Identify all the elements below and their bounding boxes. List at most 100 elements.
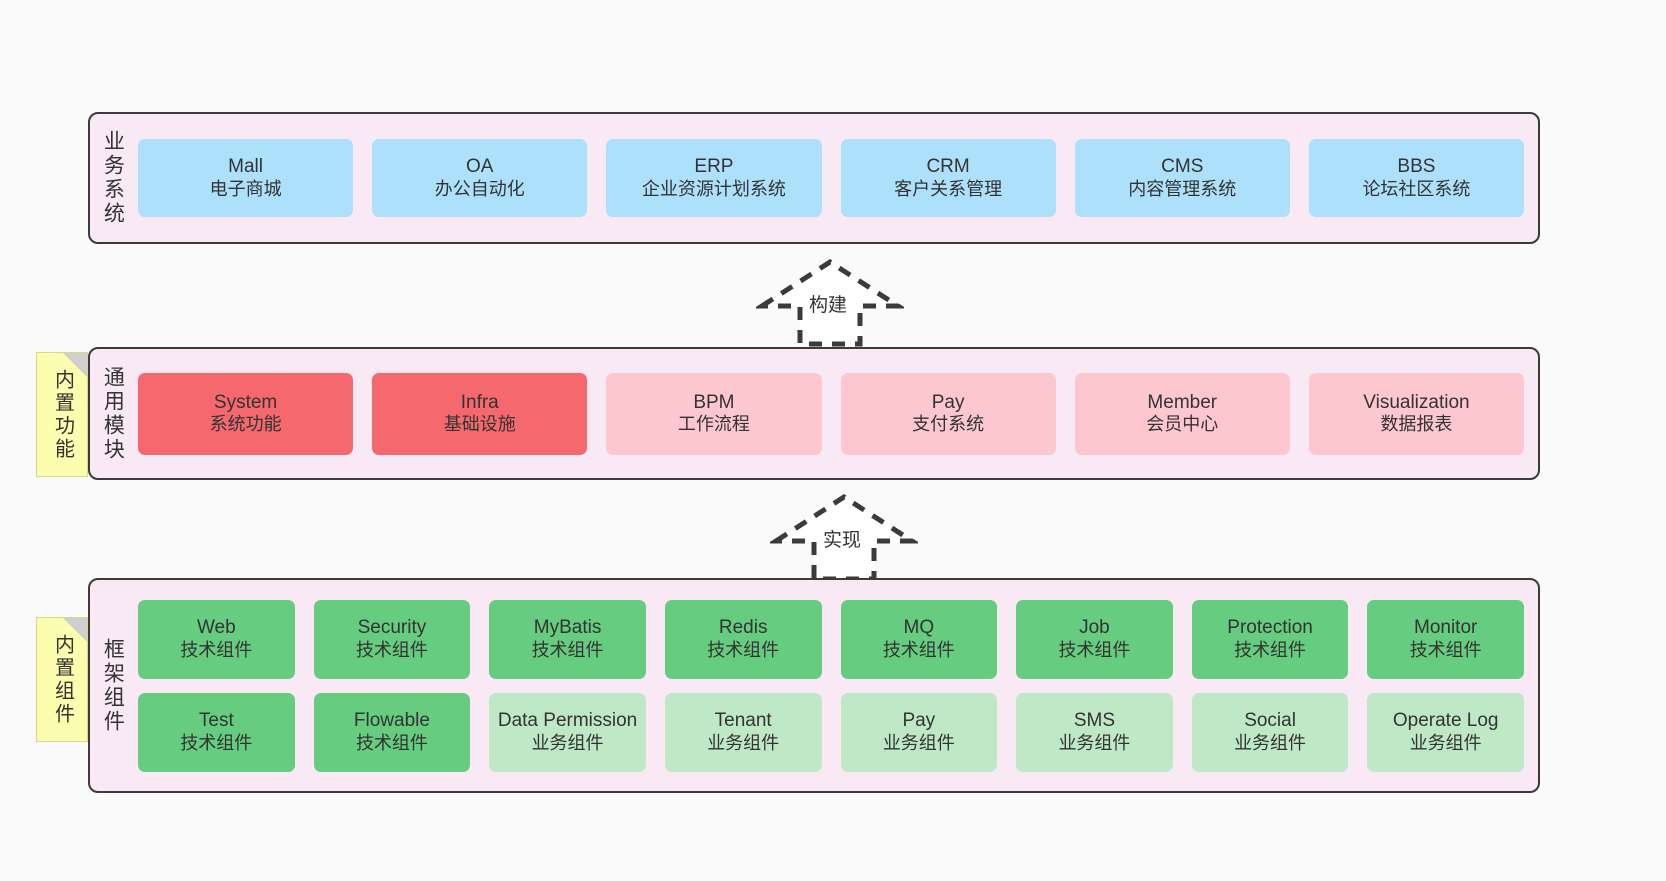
card-subtitle: 技术组件 [882,639,955,660]
card-row: System 系统功能 Infra 基础设施 BPM 工作流程 Pay 支付系统… [138,372,1525,455]
card-protection[interactable]: Protection 技术组件 [1191,599,1349,679]
card-security[interactable]: Security 技术组件 [313,599,471,679]
card-subtitle: 技术组件 [180,639,253,660]
card-subtitle: 工作流程 [677,414,750,435]
card-title: MyBatis [533,617,602,639]
card-subtitle: 业务组件 [882,732,955,753]
card-title: BBS [1397,156,1436,178]
card-title: Redis [718,617,768,639]
card-title: Pay [931,391,965,413]
card-title: Protection [1227,617,1313,639]
card-subtitle: 企业资源计划系统 [641,178,786,199]
card-subtitle: 技术组件 [531,639,604,660]
card-bpm[interactable]: BPM 工作流程 [606,372,822,455]
card-subtitle: 支付系统 [912,414,985,435]
card-row: Web 技术组件 Security 技术组件 MyBatis 技术组件 Redi… [138,599,1524,679]
layer-framework-component[interactable]: 框架组件 Web 技术组件 Security 技术组件 MyBatis 技术组件… [88,578,1540,793]
note-text: 内置组件 [51,633,74,726]
card-title: Infra [460,391,499,413]
card-title: System [213,391,278,413]
card-title: OA [466,156,494,178]
card-title: Operate Log [1392,710,1499,732]
card-operate-log[interactable]: Operate Log 业务组件 [1367,692,1524,772]
card-sms[interactable]: SMS 业务组件 [1016,692,1173,772]
card-subtitle: 技术组件 [1409,639,1482,660]
card-infra[interactable]: Infra 基础设施 [372,372,588,455]
card-social[interactable]: Social 业务组件 [1191,692,1349,772]
card-title: Security [357,617,427,639]
layer-title-frame: 框架组件 [101,637,125,734]
card-title: SMS [1073,710,1116,732]
card-subtitle: 技术组件 [1058,639,1131,660]
card-title: Member [1147,391,1218,413]
card-subtitle: 技术组件 [180,732,253,753]
card-bbs[interactable]: BBS 论坛社区系统 [1308,139,1525,217]
card-subtitle: 业务组件 [707,732,780,753]
card-title: Test [198,710,234,732]
card-pay[interactable]: Pay 支付系统 [840,372,1056,455]
card-system[interactable]: System 系统功能 [138,372,354,455]
layer-common-module[interactable]: 通用模块 System 系统功能 Infra 基础设施 BPM 工作流程 Pay… [88,347,1540,480]
card-row: Test 技术组件 Flowable 技术组件 Data Permission … [138,692,1524,772]
connector-build-label: 构建 [809,295,848,316]
card-crm[interactable]: CRM 客户关系管理 [840,139,1056,217]
layer-body-frame: Web 技术组件 Security 技术组件 MyBatis 技术组件 Redi… [134,580,1538,791]
note-builtin-component: 内置组件 [36,617,88,742]
card-cms[interactable]: CMS 内容管理系统 [1074,139,1290,217]
card-job[interactable]: Job 技术组件 [1016,599,1173,679]
card-subtitle: 业务组件 [531,732,604,753]
card-pay-component[interactable]: Pay 业务组件 [840,692,998,772]
note-text: 内置功能 [51,368,74,461]
card-title: Pay [902,710,936,732]
card-subtitle: 系统功能 [209,414,282,435]
layer-title-business: 业务系统 [101,130,125,226]
card-subtitle: 电子商城 [209,178,282,199]
card-test[interactable]: Test 技术组件 [138,692,295,772]
card-subtitle: 技术组件 [1234,639,1307,660]
card-mybatis[interactable]: MyBatis 技术组件 [489,599,646,679]
card-oa[interactable]: OA 办公自动化 [372,139,588,217]
card-title: Tenant [714,710,772,732]
card-data-permission[interactable]: Data Permission 业务组件 [489,692,646,772]
card-mall[interactable]: Mall 电子商城 [138,139,354,217]
card-title: Flowable [353,710,430,732]
card-title: Data Permission [497,710,638,732]
layer-body-module: System 系统功能 Infra 基础设施 BPM 工作流程 Pay 支付系统… [134,349,1538,478]
card-erp[interactable]: ERP 企业资源计划系统 [606,139,822,217]
card-member[interactable]: Member 会员中心 [1074,372,1290,455]
card-title: Visualization [1363,391,1470,413]
card-title: Monitor [1414,617,1478,639]
card-subtitle: 内容管理系统 [1128,178,1237,199]
card-subtitle: 技术组件 [707,639,780,660]
card-subtitle: 业务组件 [1234,732,1307,753]
card-subtitle: 技术组件 [355,639,428,660]
card-row: Mall 电子商城 OA 办公自动化 ERP 企业资源计划系统 CRM 客户关系… [138,139,1525,217]
card-subtitle: 论坛社区系统 [1362,178,1471,199]
card-title: MQ [903,617,935,639]
card-subtitle: 会员中心 [1146,414,1219,435]
card-flowable[interactable]: Flowable 技术组件 [313,692,471,772]
card-subtitle: 技术组件 [355,732,428,753]
card-title: Job [1079,617,1110,639]
connector-implement-label: 实现 [823,530,862,551]
card-monitor[interactable]: Monitor 技术组件 [1367,599,1524,679]
card-tenant[interactable]: Tenant 业务组件 [664,692,822,772]
card-subtitle: 业务组件 [1058,732,1131,753]
card-subtitle: 基础设施 [443,414,516,435]
card-mq[interactable]: MQ 技术组件 [840,599,998,679]
card-web[interactable]: Web 技术组件 [138,599,295,679]
card-subtitle: 数据报表 [1380,414,1453,435]
card-title: CMS [1161,156,1204,178]
card-title: Mall [228,156,263,178]
card-title: Web [196,617,236,639]
card-subtitle: 办公自动化 [434,178,525,199]
card-title: BPM [693,391,735,413]
card-title: CRM [926,156,970,178]
card-visualization[interactable]: Visualization 数据报表 [1308,372,1525,455]
card-subtitle: 客户关系管理 [894,178,1003,199]
layer-body-business: Mall 电子商城 OA 办公自动化 ERP 企业资源计划系统 CRM 客户关系… [134,114,1538,242]
layer-business-system[interactable]: 业务系统 Mall 电子商城 OA 办公自动化 ERP 企业资源计划系统 CRM… [88,112,1540,244]
card-redis[interactable]: Redis 技术组件 [664,599,822,679]
card-subtitle: 业务组件 [1409,732,1482,753]
